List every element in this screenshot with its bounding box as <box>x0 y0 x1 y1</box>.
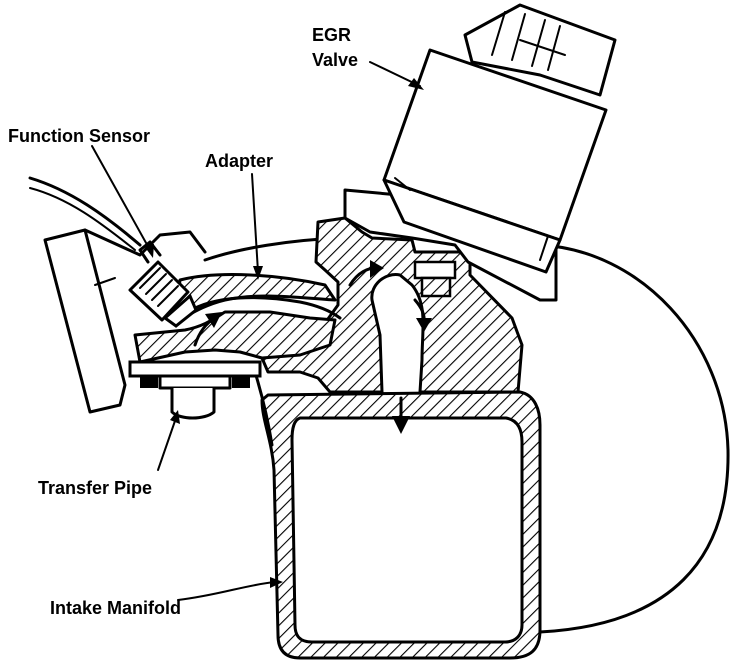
valve-seat-insert <box>413 260 457 298</box>
function-sensor-leader <box>91 145 154 258</box>
transfer-flange <box>128 360 262 390</box>
egr-valve <box>382 3 617 274</box>
transfer-pipe-label: Transfer Pipe <box>38 478 152 498</box>
transfer-pipe-leader <box>157 410 180 471</box>
egr-valve-label-line1: EGR <box>312 25 351 45</box>
intake-manifold-label: Intake Manifold <box>50 598 181 618</box>
transfer-pipe <box>170 388 216 420</box>
adapter-label: Adapter <box>205 151 273 171</box>
flow-arrow-2 <box>348 260 384 287</box>
function-sensor-label: Function Sensor <box>8 126 150 146</box>
adapter-pipe <box>173 273 337 324</box>
adapter-lower-hatch <box>133 310 337 364</box>
flow-arrow-3 <box>413 298 432 332</box>
left-bracket <box>83 228 207 257</box>
function-sensor <box>128 240 198 328</box>
egr-valve-leader <box>369 61 424 90</box>
manifold-left-wall <box>253 370 274 447</box>
flow-arrow-4 <box>392 396 410 434</box>
sensor-wire <box>28 176 142 247</box>
intake-manifold-cavity <box>290 416 524 644</box>
adapter-leader <box>251 173 263 280</box>
left-flange <box>43 228 127 414</box>
flow-arrow-1 <box>193 312 222 347</box>
sensor-wire-2 <box>29 187 136 251</box>
valve-connector <box>463 3 617 97</box>
intake-manifold-leader <box>177 577 283 601</box>
manifold-dome <box>538 243 730 634</box>
adapter-inner-curve <box>186 296 342 320</box>
valve-body-hatch <box>260 216 524 394</box>
egr-valve-label-line2: Valve <box>312 50 358 70</box>
